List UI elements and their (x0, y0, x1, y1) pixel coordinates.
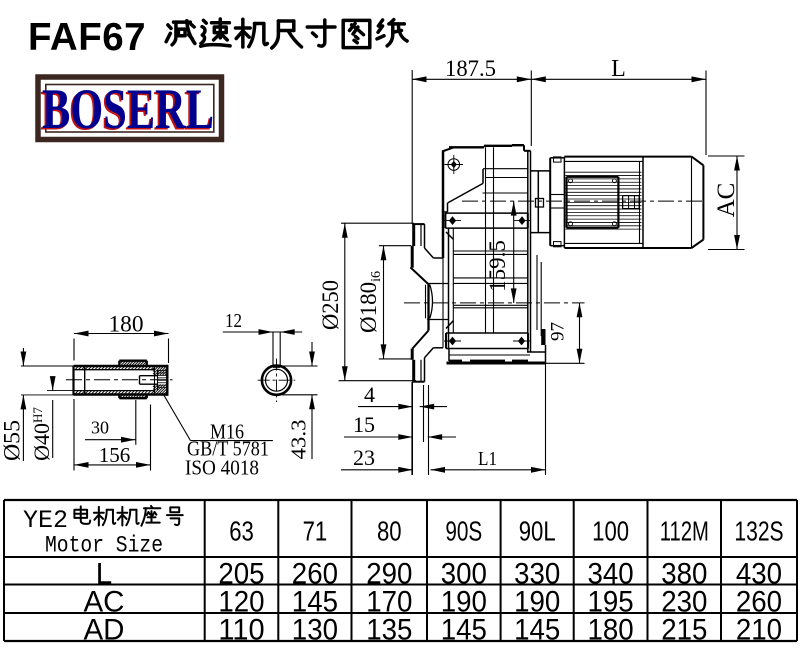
svg-text:23: 23 (353, 445, 375, 470)
svg-text:187.5: 187.5 (445, 56, 496, 81)
svg-text:71: 71 (303, 516, 328, 547)
svg-text:215: 215 (661, 614, 707, 647)
svg-text:43.3: 43.3 (287, 420, 311, 460)
svg-text:L: L (611, 56, 626, 82)
svg-text:30: 30 (91, 418, 109, 438)
svg-text:AC: AC (713, 183, 740, 218)
svg-text:90S: 90S (445, 516, 482, 547)
svg-text:4: 4 (364, 382, 375, 407)
svg-text:112M: 112M (660, 516, 709, 547)
svg-text:AD: AD (84, 614, 125, 647)
svg-text:Ø55: Ø55 (0, 420, 25, 461)
svg-text:FAF67: FAF67 (28, 16, 146, 59)
svg-text:BOSERL: BOSERL (42, 78, 214, 141)
svg-text:145: 145 (441, 614, 487, 647)
svg-text:97: 97 (548, 322, 569, 341)
svg-text:145: 145 (514, 614, 560, 647)
svg-text:110: 110 (218, 614, 264, 647)
svg-text:ISO 4018: ISO 4018 (185, 456, 259, 480)
svg-text:156: 156 (99, 443, 131, 467)
svg-text:159.5: 159.5 (485, 240, 510, 292)
svg-text:210: 210 (736, 614, 782, 647)
svg-text:L1: L1 (478, 448, 497, 470)
svg-text:63: 63 (229, 516, 254, 547)
svg-text:180: 180 (588, 614, 634, 647)
svg-text:100: 100 (592, 516, 629, 547)
svg-text:15: 15 (353, 412, 375, 437)
svg-text:180: 180 (109, 312, 144, 337)
svg-text:12: 12 (225, 310, 242, 332)
svg-text:Motor Size: Motor Size (45, 533, 163, 559)
svg-text:130: 130 (292, 614, 338, 647)
svg-text:132S: 132S (734, 516, 783, 547)
svg-text:90L: 90L (519, 516, 556, 547)
svg-text:Ø250: Ø250 (318, 280, 343, 330)
svg-text:135: 135 (366, 614, 412, 647)
svg-text:YE2: YE2 (23, 506, 68, 535)
svg-text:80: 80 (377, 516, 402, 547)
